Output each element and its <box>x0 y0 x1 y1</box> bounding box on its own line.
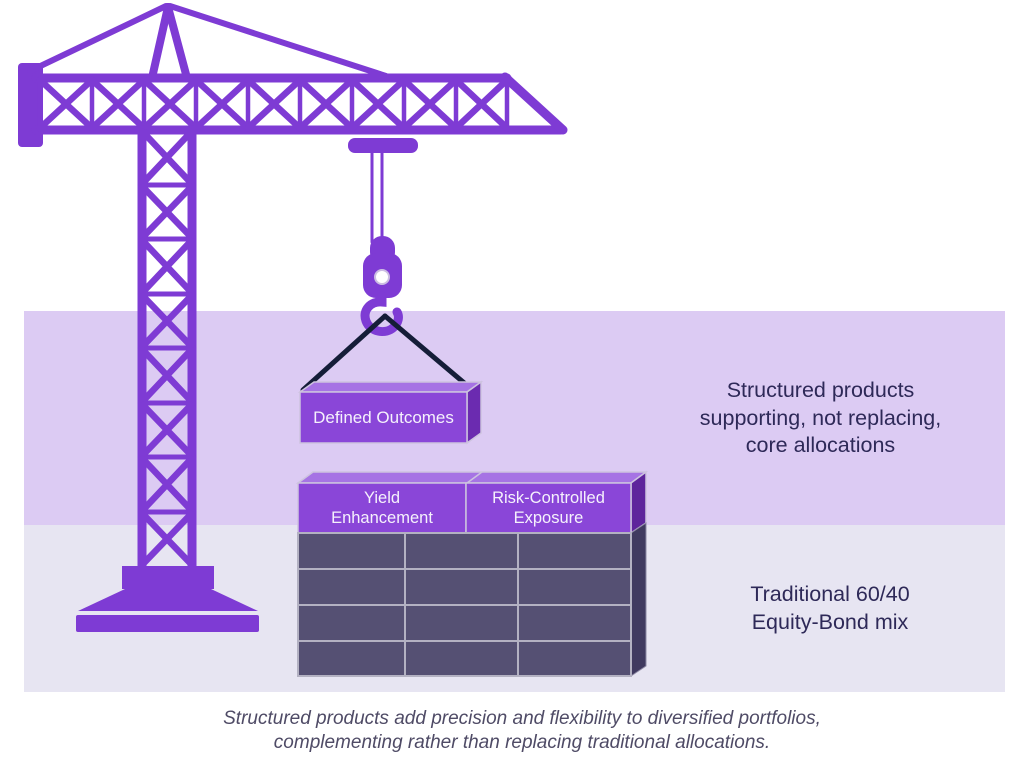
yield-label-line-1: Yield <box>363 489 401 507</box>
brick-block <box>517 532 632 570</box>
crane-trolley <box>348 138 418 153</box>
lower-annotation-line-1: Traditional 60/40 <box>750 582 910 606</box>
caption-line-2: complementing rather than replacing trad… <box>273 732 771 753</box>
crane-tower-mast <box>137 125 197 573</box>
crane-tower-bracing <box>137 128 197 568</box>
crane-pulley-and-hook-icon <box>360 236 403 336</box>
brick-block <box>297 532 406 570</box>
sling-ropes <box>300 313 472 393</box>
risk-controlled-block-label: Risk-Controlled Exposure <box>466 483 631 533</box>
upper-band-annotation: Structured products supporting, not repl… <box>668 377 973 460</box>
upper-annotation-line-1: Structured products <box>726 378 915 402</box>
base-stack-shape <box>297 522 647 677</box>
brick-block <box>517 604 632 642</box>
crane-hoist-cables <box>370 151 384 244</box>
crane-jib <box>31 72 568 135</box>
yield-enhancement-block-label: Yield Enhancement <box>298 483 466 533</box>
risk-label-line-1: Risk-Controlled <box>492 489 605 507</box>
lifted-block-shape <box>297 380 484 445</box>
crane-base <box>76 566 259 632</box>
risk-label-line-2: Exposure <box>513 509 584 527</box>
yield-label-line-2: Enhancement <box>331 509 433 527</box>
upper-annotation-line-3: core allocations <box>745 433 896 457</box>
brick-block <box>297 568 406 606</box>
brick-block <box>404 640 519 677</box>
lower-band-annotation: Traditional 60/40 Equity-Bond mix <box>700 581 960 636</box>
lower-annotation-line-2: Equity-Bond mix <box>751 609 909 634</box>
brick-block <box>404 568 519 606</box>
crane-jib-bracing <box>36 75 511 133</box>
brick-block <box>404 532 519 570</box>
defined-outcomes-block-label: Defined Outcomes <box>313 407 454 427</box>
brick-block <box>297 604 406 642</box>
upper-annotation-line-2: supporting, not replacing, <box>699 405 942 430</box>
figure-caption: Structured products add precision and fl… <box>102 707 942 755</box>
base-stack-grid <box>297 532 632 677</box>
brick-block <box>517 640 632 677</box>
crane-pylon-and-cables <box>27 3 389 82</box>
tower-crane-icon <box>18 3 568 632</box>
structured-layer-shape <box>295 470 649 535</box>
brick-block <box>297 640 406 677</box>
brick-block <box>404 604 519 642</box>
brick-block <box>517 568 632 606</box>
caption-line-1: Structured products add precision and fl… <box>223 708 821 729</box>
